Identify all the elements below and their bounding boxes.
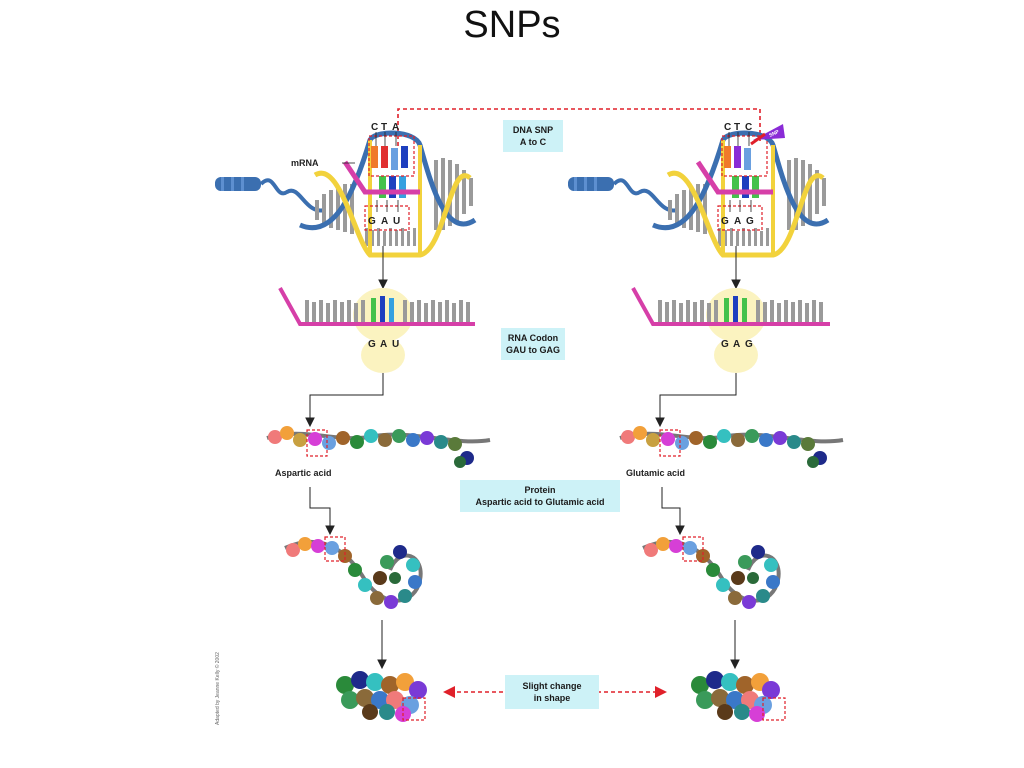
right-folded-protein bbox=[691, 671, 786, 722]
dna-snp-box-line2: A to C bbox=[520, 137, 547, 147]
rna-left-base-1: G bbox=[368, 339, 376, 350]
dna-snp-box: DNA SNP A to C bbox=[503, 120, 563, 152]
shape-box-line1: Slight change bbox=[522, 681, 581, 691]
snp-tag-label: SNP bbox=[768, 129, 780, 139]
rna-left-helix-base-2: A bbox=[381, 216, 388, 227]
rna-right-helix-base-1: G bbox=[721, 216, 729, 227]
amino-left-label: Aspartic acid bbox=[275, 468, 332, 478]
arrows-fold-to-folded bbox=[377, 620, 740, 670]
shape-change-box: Slight change in shape bbox=[505, 675, 599, 709]
dna-snp-box-line1: DNA SNP bbox=[513, 125, 553, 135]
rna-codon-box: RNA Codon GAU to GAG bbox=[501, 328, 565, 360]
rna-right-base-1: G bbox=[721, 339, 729, 350]
protein-box-line1: Protein bbox=[524, 485, 555, 495]
protein-box-line2: Aspartic acid to Glutamic acid bbox=[475, 497, 604, 507]
arrows-dna-to-rna bbox=[378, 246, 741, 290]
snp-diagram: mRNA C T A G A U bbox=[214, 108, 844, 725]
rna-left-helix-base-3: U bbox=[393, 216, 400, 227]
right-protein-chain bbox=[619, 426, 844, 468]
left-folding-protein bbox=[284, 536, 423, 609]
rna-right-base-3: G bbox=[745, 339, 753, 350]
rna-left-base-2: A bbox=[380, 339, 387, 350]
right-mrna-ribosome bbox=[631, 287, 830, 373]
dna-right-base-3: C bbox=[745, 122, 752, 133]
amino-right-label: Glutamic acid bbox=[626, 468, 685, 478]
arrows-chain-to-fold bbox=[309, 487, 685, 536]
left-protein-chain bbox=[266, 426, 491, 468]
left-dna-helix bbox=[215, 130, 477, 258]
rna-left-base-3: U bbox=[392, 339, 399, 350]
image-credit: Adapted by Jeanne Kelly © 2002 bbox=[214, 652, 221, 725]
rna-right-base-2: A bbox=[733, 339, 740, 350]
mrna-label: mRNA bbox=[291, 158, 319, 168]
rna-right-helix-base-3: G bbox=[746, 216, 754, 227]
right-dna-helix bbox=[568, 124, 830, 258]
left-folded-protein bbox=[336, 671, 427, 722]
snp-connector-line bbox=[397, 108, 761, 146]
dna-right-base-1: C bbox=[724, 122, 731, 133]
protein-box: Protein Aspartic acid to Glutamic acid bbox=[460, 480, 620, 512]
dna-right-base-2: T bbox=[734, 122, 740, 133]
rna-codon-box-line1: RNA Codon bbox=[508, 333, 558, 343]
right-folding-protein bbox=[642, 536, 781, 609]
dna-left-base-3: A bbox=[392, 122, 399, 133]
rna-left-helix-base-1: G bbox=[368, 216, 376, 227]
slide-title: SNPs bbox=[463, 4, 561, 46]
rna-right-helix-base-2: A bbox=[734, 216, 741, 227]
left-mrna-ribosome bbox=[278, 287, 475, 373]
rna-codon-box-line2: GAU to GAG bbox=[506, 345, 560, 355]
dna-left-base-2: T bbox=[381, 122, 387, 133]
dna-left-base-1: C bbox=[371, 122, 378, 133]
shape-box-line2: in shape bbox=[534, 693, 571, 703]
arrows-rna-to-protein bbox=[305, 373, 737, 428]
